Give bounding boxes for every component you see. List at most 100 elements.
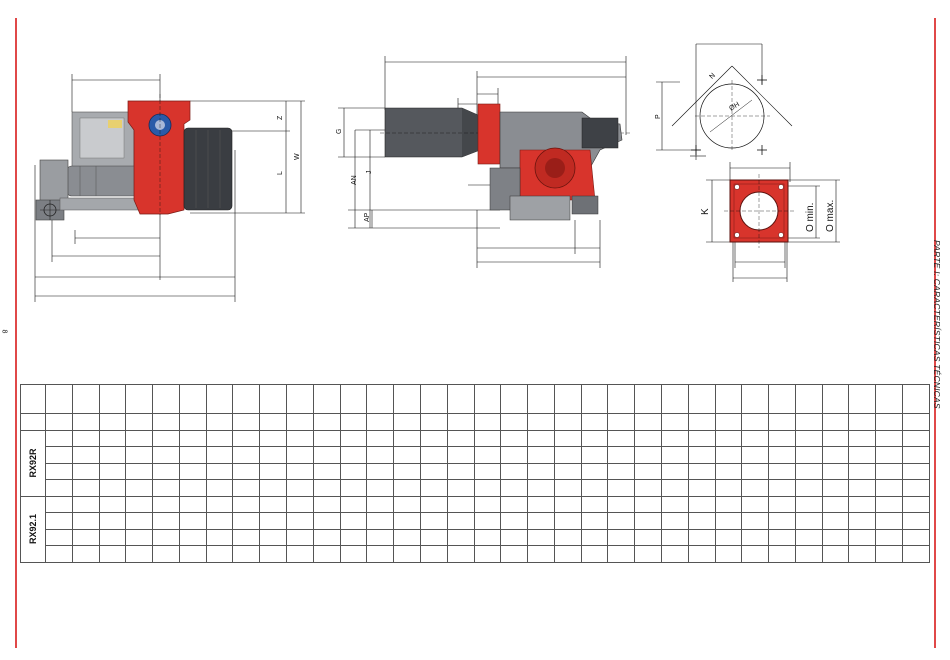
table-cell <box>902 545 930 563</box>
table-cell <box>553 462 582 480</box>
table-cell <box>205 462 234 480</box>
table-cell <box>259 446 288 464</box>
table-cell <box>848 479 877 497</box>
table-cell <box>634 429 662 447</box>
table-cell <box>794 384 823 414</box>
table-cell <box>875 495 903 513</box>
table-cell <box>45 446 73 464</box>
burner-front-view: G AN J AP <box>336 56 630 268</box>
table-cell <box>446 495 475 513</box>
table-cell <box>634 528 662 546</box>
table-header-row <box>20 384 930 414</box>
table-row: RX92.1 <box>20 495 930 563</box>
table-cell <box>419 528 448 546</box>
table-cell <box>527 413 555 431</box>
table-cell <box>259 528 288 546</box>
table-cell <box>714 429 743 447</box>
table-cell <box>848 413 877 431</box>
table-cell <box>527 545 555 563</box>
table-cell <box>152 528 180 546</box>
dim-label-l: L <box>277 171 284 175</box>
table-cell <box>821 495 850 513</box>
table-cell <box>366 384 395 414</box>
table-cell <box>714 462 743 480</box>
table-cell <box>178 446 207 464</box>
table-cell <box>205 512 234 530</box>
table-cell <box>634 495 662 513</box>
table-cell <box>339 413 368 431</box>
table-cell <box>393 462 421 480</box>
table-cell <box>607 384 636 414</box>
table-cell <box>580 545 609 563</box>
table-cell <box>259 429 288 447</box>
table-cell <box>419 413 448 431</box>
table-cell <box>553 528 582 546</box>
table-cell <box>446 384 475 414</box>
table-cell <box>768 479 796 497</box>
table-cell <box>848 429 877 447</box>
table-cell <box>741 462 770 480</box>
table-cell <box>687 479 716 497</box>
table-cell <box>45 384 73 414</box>
table-cell <box>98 495 127 513</box>
table-cell <box>45 512 73 530</box>
dim-label-n: N <box>708 72 717 81</box>
table-cell <box>419 429 448 447</box>
model-name-cell: RX92R <box>20 429 46 497</box>
table-cell <box>419 462 448 480</box>
table-cell <box>553 413 582 431</box>
table-cell <box>553 384 582 414</box>
boiler-plate-diagram: N P ØH <box>655 43 793 160</box>
table-cell <box>634 545 662 563</box>
table-cell <box>821 479 850 497</box>
table-cell <box>902 528 930 546</box>
model-name: RX92R <box>28 448 38 478</box>
table-cell <box>312 495 341 513</box>
table-cell <box>446 429 475 447</box>
table-cell <box>71 545 100 563</box>
table-cell <box>848 528 877 546</box>
table-cell <box>339 384 368 414</box>
table-cell <box>339 512 368 530</box>
table-cell <box>125 384 154 414</box>
table-cell <box>152 479 180 497</box>
table-cell <box>393 545 421 563</box>
dim-label-k: K <box>700 208 711 215</box>
table-cell <box>473 479 502 497</box>
table-cell <box>741 495 770 513</box>
table-cell <box>232 495 261 513</box>
table-cell <box>393 446 421 464</box>
table-cell <box>259 479 288 497</box>
table-cell <box>205 446 234 464</box>
table-cell <box>419 384 448 414</box>
table-cell <box>821 528 850 546</box>
table-cell <box>527 528 555 546</box>
table-cell <box>768 512 796 530</box>
table-cell <box>902 512 930 530</box>
table-cell <box>687 528 716 546</box>
table-cell <box>446 413 475 431</box>
table-cell <box>312 462 341 480</box>
table-cell <box>366 545 395 563</box>
table-cell <box>286 528 314 546</box>
table-cell <box>580 462 609 480</box>
table-cell <box>152 413 180 431</box>
table-cell <box>125 462 154 480</box>
table-cell <box>312 528 341 546</box>
table-cell <box>125 528 154 546</box>
table-cell <box>768 462 796 480</box>
table-cell <box>553 429 582 447</box>
table-cell <box>393 413 421 431</box>
table-cell <box>71 495 100 513</box>
table-cell <box>607 545 636 563</box>
table-cell <box>714 545 743 563</box>
table-cell <box>205 429 234 447</box>
right-margin-line <box>934 18 936 648</box>
table-cell <box>741 528 770 546</box>
dim-label-p: P <box>655 114 662 119</box>
table-cell <box>286 512 314 530</box>
table-cell <box>312 429 341 447</box>
table-cell <box>71 528 100 546</box>
table-cell <box>741 512 770 530</box>
table-cell <box>607 512 636 530</box>
